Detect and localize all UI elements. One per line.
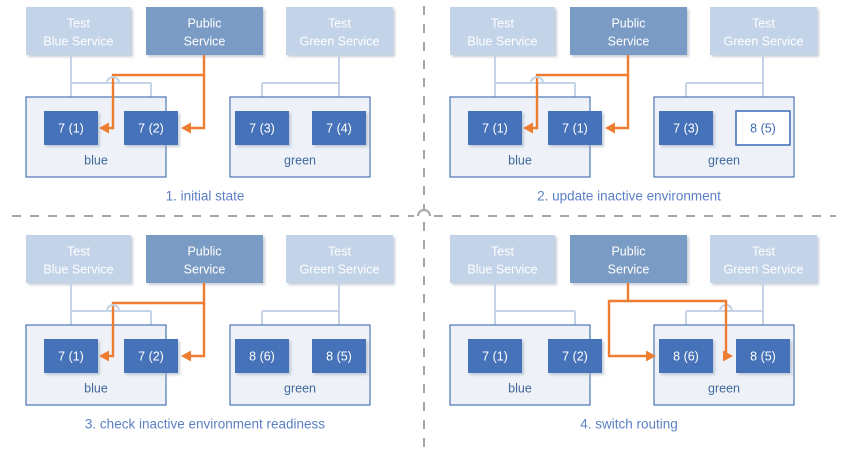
instance-box[interactable]: 7 (3) <box>235 111 289 145</box>
instance-label: 8 (5) <box>750 121 776 135</box>
green-environment-label: green <box>284 381 316 395</box>
test-blue-service-box[interactable]: Test Blue Service <box>450 235 555 283</box>
instance-label: 7 (1) <box>482 121 508 135</box>
panel-1: Test Blue Service Public Service Test Gr… <box>25 7 393 204</box>
connector-jump-arc <box>530 76 544 84</box>
test-blue-service-label-line2: Blue Service <box>43 262 113 276</box>
instance-label: 7 (2) <box>138 121 164 135</box>
public-routing-connector <box>523 55 630 134</box>
public-routing-connector <box>607 283 733 362</box>
instance-label: 7 (2) <box>138 349 164 363</box>
test-blue-service-label-line1: Test <box>491 244 514 258</box>
test-green-service-label-line1: Test <box>752 16 775 30</box>
instance-label: 7 (1) <box>562 121 588 135</box>
public-service-box[interactable]: Public Service <box>146 7 263 55</box>
test-blue-service-box[interactable]: Test Blue Service <box>26 7 131 55</box>
public-service-box[interactable]: Public Service <box>570 7 687 55</box>
panel-caption: 4. switch routing <box>580 417 678 432</box>
instance-label: 7 (2) <box>562 349 588 363</box>
public-routing-connector <box>99 55 206 134</box>
instance-label: 7 (3) <box>249 121 275 135</box>
test-green-service-label-line1: Test <box>752 244 775 258</box>
test-blue-service-label-line2: Blue Service <box>467 34 537 48</box>
test-green-service-label-line2: Green Service <box>724 34 804 48</box>
connector-jump-arc <box>106 304 120 312</box>
instance-box[interactable]: 7 (2) <box>548 339 602 373</box>
test-green-service-label-line2: Green Service <box>300 34 380 48</box>
instance-box[interactable]: 7 (1) <box>44 111 98 145</box>
test-blue-service-label-line1: Test <box>67 16 90 30</box>
public-service-label-line2: Service <box>608 262 650 276</box>
instance-label: 8 (5) <box>326 349 352 363</box>
public-service-label-line2: Service <box>184 262 226 276</box>
instance-label: 7 (3) <box>673 121 699 135</box>
panel-2: Test Blue Service Public Service Test Gr… <box>449 7 817 204</box>
instance-label: 7 (4) <box>326 121 352 135</box>
instance-box-pending[interactable]: 8 (5) <box>735 110 791 146</box>
public-service-label-line1: Public <box>611 16 645 30</box>
test-green-service-box[interactable]: Test Green Service <box>286 235 393 283</box>
instance-box[interactable]: 7 (1) <box>44 339 98 373</box>
panel-caption: 1. initial state <box>166 189 245 204</box>
instance-box[interactable]: 7 (1) <box>468 339 522 373</box>
green-environment-label: green <box>708 153 740 167</box>
instance-label: 8 (6) <box>249 349 275 363</box>
blue-environment-label: blue <box>84 381 108 395</box>
test-blue-service-box[interactable]: Test Blue Service <box>26 235 131 283</box>
instance-box[interactable]: 7 (1) <box>548 111 602 145</box>
public-service-label-line1: Public <box>611 244 645 258</box>
public-service-box[interactable]: Public Service <box>146 235 263 283</box>
green-environment-label: green <box>708 381 740 395</box>
instance-label: 7 (1) <box>482 349 508 363</box>
instance-box[interactable]: 7 (1) <box>468 111 522 145</box>
instance-box[interactable]: 7 (4) <box>312 111 366 145</box>
panel-4: Test Blue Service Public Service Test Gr… <box>449 235 817 432</box>
instance-box[interactable]: 7 (3) <box>659 111 713 145</box>
test-blue-service-label-line1: Test <box>491 16 514 30</box>
test-green-service-label-line2: Green Service <box>724 262 804 276</box>
test-green-service-label-line1: Test <box>328 16 351 30</box>
public-routing-connector <box>99 283 206 362</box>
blue-environment-label: blue <box>508 381 532 395</box>
public-service-box[interactable]: Public Service <box>570 235 687 283</box>
instance-box[interactable]: 8 (6) <box>235 339 289 373</box>
panel-caption: 2. update inactive environment <box>537 189 721 204</box>
test-blue-service-label-line1: Test <box>67 244 90 258</box>
public-service-label-line2: Service <box>608 34 650 48</box>
panel-3: Test Blue Service Public Service Test Gr… <box>25 235 393 432</box>
panel-caption: 3. check inactive environment readiness <box>85 417 325 432</box>
instance-box[interactable]: 7 (2) <box>124 111 178 145</box>
instance-label: 8 (6) <box>673 349 699 363</box>
test-blue-service-label-line2: Blue Service <box>43 34 113 48</box>
instance-box[interactable]: 8 (5) <box>736 339 790 373</box>
public-service-label-line1: Public <box>187 244 221 258</box>
test-green-service-label-line1: Test <box>328 244 351 258</box>
test-green-service-box[interactable]: Test Green Service <box>286 7 393 55</box>
test-blue-service-label-line2: Blue Service <box>467 262 537 276</box>
instance-box[interactable]: 7 (2) <box>124 339 178 373</box>
instance-label: 7 (1) <box>58 121 84 135</box>
test-green-service-box[interactable]: Test Green Service <box>710 7 817 55</box>
green-environment-label: green <box>284 153 316 167</box>
instance-label: 7 (1) <box>58 349 84 363</box>
instance-box[interactable]: 8 (5) <box>312 339 366 373</box>
instance-label: 8 (5) <box>750 349 776 363</box>
public-service-label-line1: Public <box>187 16 221 30</box>
public-service-label-line2: Service <box>184 34 226 48</box>
blue-environment-label: blue <box>508 153 532 167</box>
test-green-service-label-line2: Green Service <box>300 262 380 276</box>
test-green-service-box[interactable]: Test Green Service <box>710 235 817 283</box>
test-blue-service-box[interactable]: Test Blue Service <box>450 7 555 55</box>
instance-box[interactable]: 8 (6) <box>659 339 713 373</box>
connector-jump-arc <box>106 76 120 84</box>
blue-environment-label: blue <box>84 153 108 167</box>
